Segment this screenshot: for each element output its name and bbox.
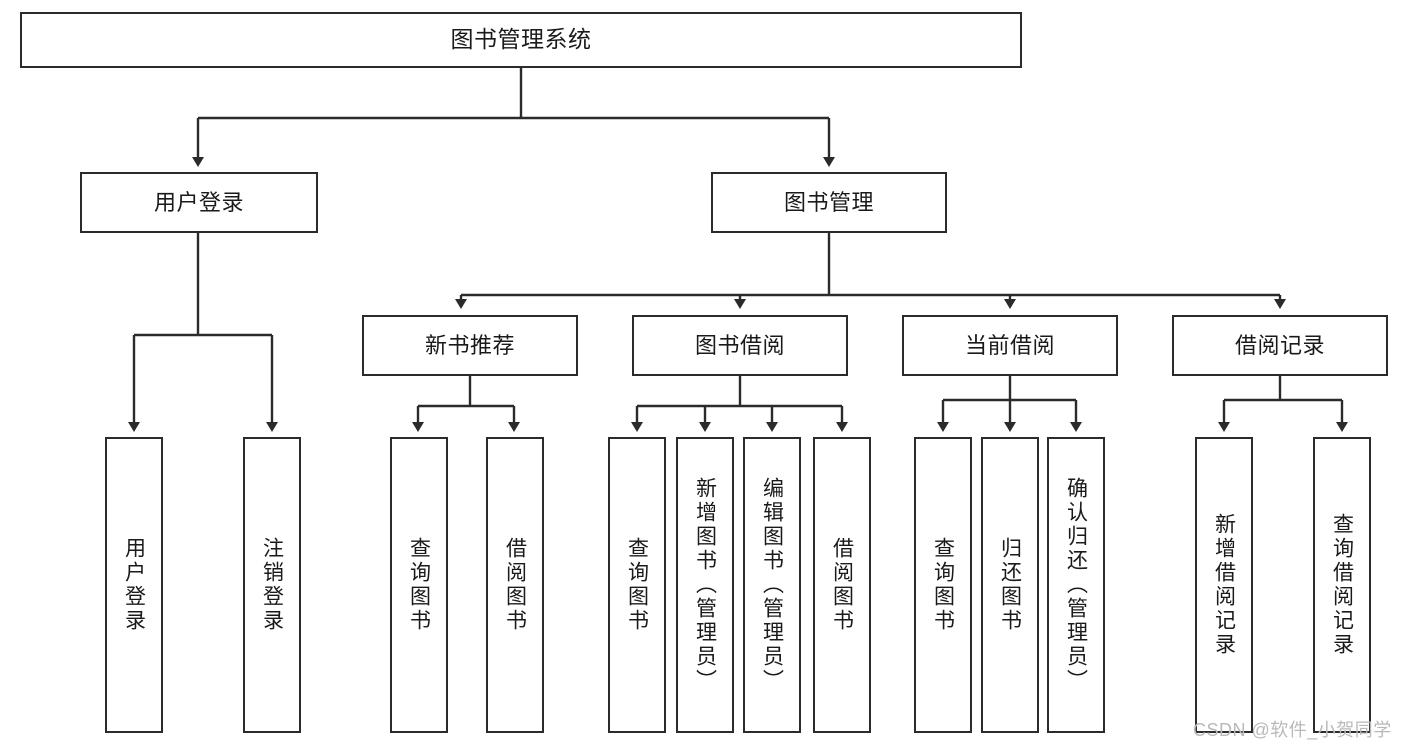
node-label: 注销登录 [260,537,284,633]
node-label: 图书管理 [783,189,874,215]
leaf-add-borrow-record[interactable]: 新增借阅记录 [1195,437,1253,733]
node-label: 用户登录 [153,189,244,215]
node-label: 查询借阅记录 [1330,513,1354,657]
leaf-query-book-recommend[interactable]: 查询图书 [390,437,448,733]
node-label: 新增借阅记录 [1212,513,1236,657]
node-label: 查询图书 [625,537,649,633]
node-label: 用户登录 [122,537,146,633]
node-book-borrow[interactable]: 图书借阅 [632,315,848,376]
leaf-edit-book-admin[interactable]: 编辑图书（管理员） [743,437,801,733]
node-label: 图书管理系统 [450,26,592,53]
leaf-confirm-return-admin[interactable]: 确认归还（管理员） [1047,437,1105,733]
node-label: 借阅图书 [503,537,527,633]
leaf-user-login[interactable]: 用户登录 [105,437,163,733]
node-user-login[interactable]: 用户登录 [80,172,318,233]
node-root-system[interactable]: 图书管理系统 [20,12,1022,68]
csdn-watermark: CSDN @软件_小贺同学 [1193,720,1392,740]
node-label: 归还图书 [998,537,1022,633]
leaf-logout[interactable]: 注销登录 [243,437,301,733]
leaf-query-book-borrow[interactable]: 查询图书 [608,437,666,733]
node-label: 图书借阅 [694,332,785,358]
node-label: 新增图书（管理员） [693,477,717,693]
node-borrow-record[interactable]: 借阅记录 [1172,315,1388,376]
node-current-borrow[interactable]: 当前借阅 [902,315,1118,376]
node-label: 当前借阅 [964,332,1055,358]
node-new-book-recommend[interactable]: 新书推荐 [362,315,578,376]
leaf-return-book[interactable]: 归还图书 [981,437,1039,733]
node-label: 查询图书 [407,537,431,633]
leaf-query-borrow-record[interactable]: 查询借阅记录 [1313,437,1371,733]
node-label: 查询图书 [931,537,955,633]
leaf-borrow-book[interactable]: 借阅图书 [813,437,871,733]
leaf-add-book-admin[interactable]: 新增图书（管理员） [676,437,734,733]
node-book-management[interactable]: 图书管理 [711,172,947,233]
node-label: 借阅记录 [1234,332,1325,358]
leaf-borrow-book-recommend[interactable]: 借阅图书 [486,437,544,733]
node-label: 确认归还（管理员） [1064,477,1088,693]
leaf-query-book-current[interactable]: 查询图书 [914,437,972,733]
node-label: 新书推荐 [424,332,515,358]
node-label: 借阅图书 [830,537,854,633]
node-label: 编辑图书（管理员） [760,477,784,693]
